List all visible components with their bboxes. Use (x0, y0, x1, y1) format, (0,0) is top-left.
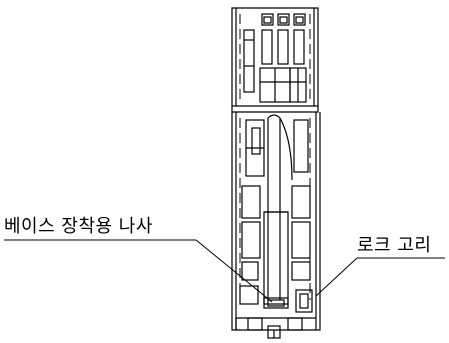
top-terminal-block (243, 13, 307, 103)
dashed-guides (239, 14, 311, 300)
left-inner-parts (239, 119, 265, 305)
right-leader-line (315, 257, 358, 297)
right-inner-parts (291, 119, 313, 313)
bottom-feet (235, 317, 303, 339)
callout-leaders (4, 239, 445, 303)
center-column (263, 114, 293, 305)
base-screw-label: 베이스 장착용 나사 (4, 216, 153, 237)
lock-hook-label: 로크 고리 (357, 235, 432, 256)
housing-outline (231, 7, 321, 331)
base-mount-screw (263, 297, 289, 309)
left-leader-line (195, 239, 273, 303)
